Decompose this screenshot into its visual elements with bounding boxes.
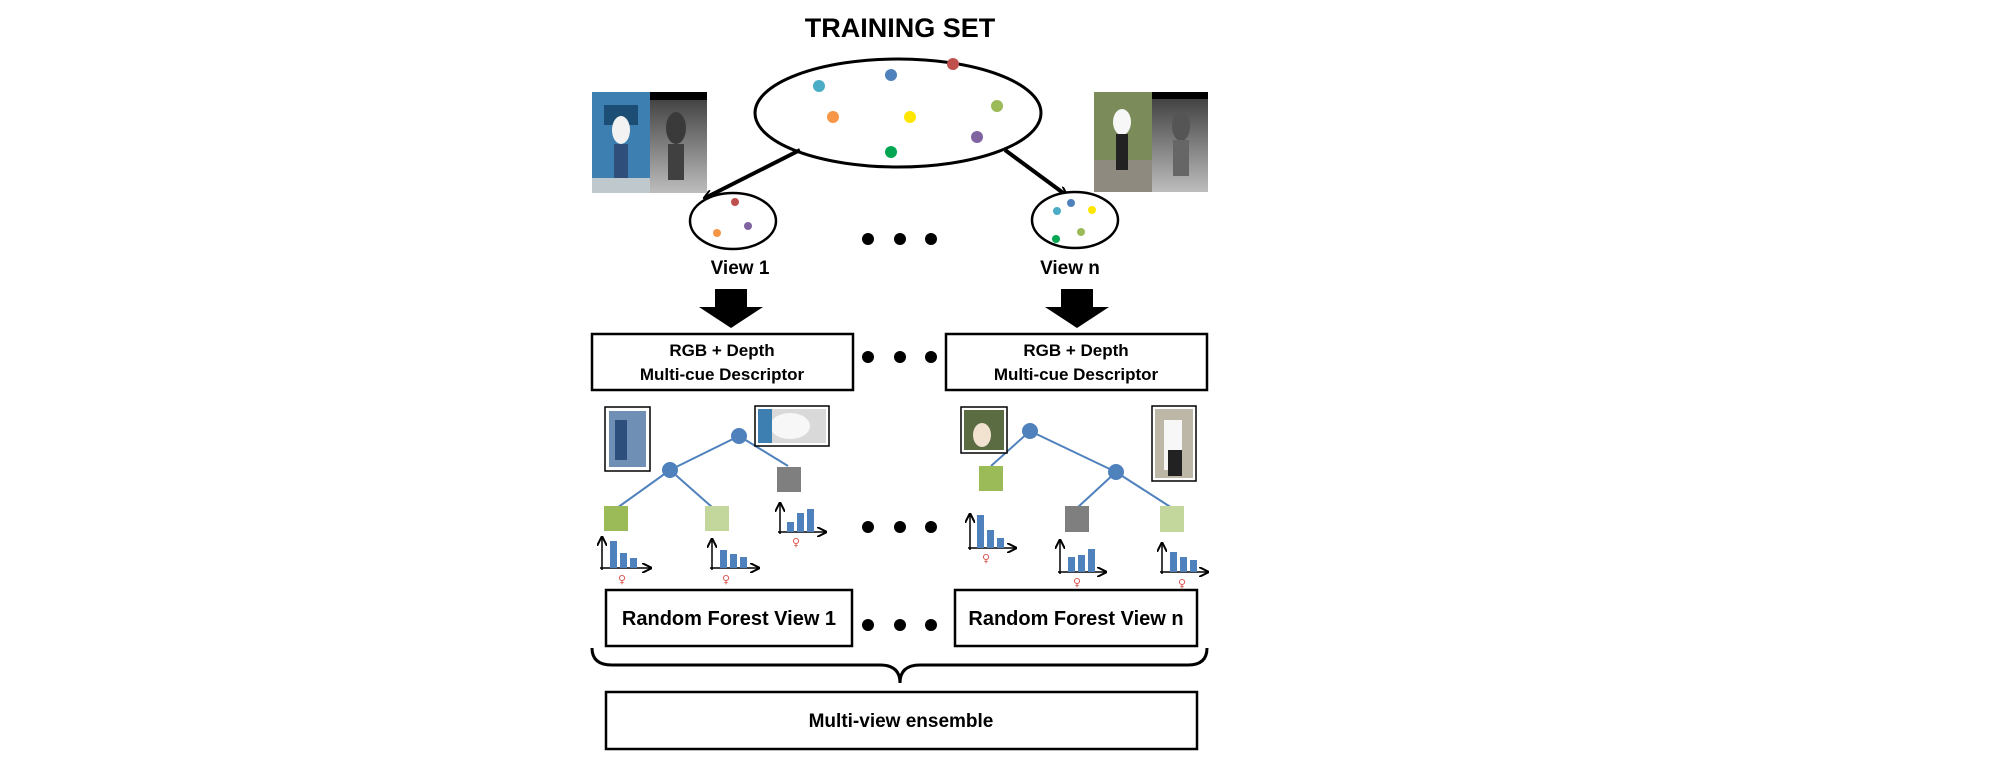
tree-edges — [990, 430, 1173, 509]
arrow-to-view-1 — [705, 148, 801, 198]
view-1-label: View 1 — [711, 258, 770, 279]
histogram-right-2: ♀ — [1058, 541, 1105, 589]
svg-text:♀: ♀ — [1178, 577, 1186, 590]
view-1-cluster — [688, 191, 778, 251]
ellipsis-trees — [862, 521, 937, 533]
curly-brace — [590, 647, 1209, 684]
arrow-to-view-n — [1003, 148, 1066, 195]
histogram-right-3: ♀ — [1160, 544, 1207, 590]
descriptor-line-1: RGB + Depth — [669, 341, 774, 360]
ellipsis-descriptor — [862, 351, 937, 363]
view-n-cluster — [1030, 190, 1120, 250]
svg-text:♀: ♀ — [618, 573, 626, 586]
descriptor-box-view-n: RGB + Depth Multi-cue Descriptor — [944, 332, 1209, 392]
histogram-left-2: ♀ — [710, 540, 758, 586]
multi-view-ensemble-label: Multi-view ensemble — [809, 711, 994, 732]
multi-view-ensemble: Multi-view ensemble — [604, 690, 1199, 751]
view-n-label: View n — [1040, 258, 1100, 279]
histogram-right-1: ♀ — [968, 515, 1015, 565]
tree-edges — [616, 435, 789, 509]
training-set-cluster — [753, 57, 1043, 169]
ellipsis-top — [862, 233, 937, 245]
random-forest-view-1-label: Random Forest View 1 — [622, 608, 836, 630]
svg-text:♀: ♀ — [722, 573, 730, 586]
histogram-left-3: ♀ — [778, 504, 825, 549]
training-set-title: TRAINING SET — [805, 13, 996, 43]
down-arrow-view-1 — [699, 289, 763, 328]
descriptor-box-view-1: RGB + Depth Multi-cue Descriptor — [590, 332, 855, 392]
descriptor-line-2: Multi-cue Descriptor — [640, 365, 805, 384]
random-forest-view-n: Random Forest View n — [953, 588, 1199, 648]
training-set-dots — [813, 58, 1003, 158]
view-1-rgb-depth-images — [592, 92, 707, 193]
svg-text:♀: ♀ — [982, 552, 990, 565]
decision-tree-view-n — [960, 405, 1197, 532]
random-forest-view-n-label: Random Forest View n — [968, 608, 1183, 630]
histogram-left-1: ♀ — [600, 538, 650, 586]
down-arrow-view-n — [1045, 289, 1109, 328]
ellipsis-forests — [862, 619, 937, 631]
descriptor-line-2: Multi-cue Descriptor — [994, 365, 1159, 384]
descriptor-line-1: RGB + Depth — [1023, 341, 1128, 360]
random-forest-view-1: Random Forest View 1 — [604, 588, 854, 648]
view-n-rgb-depth-images — [1094, 92, 1208, 192]
svg-text:♀: ♀ — [1073, 576, 1081, 589]
decision-tree-view-1 — [604, 405, 830, 531]
svg-text:♀: ♀ — [792, 536, 800, 549]
